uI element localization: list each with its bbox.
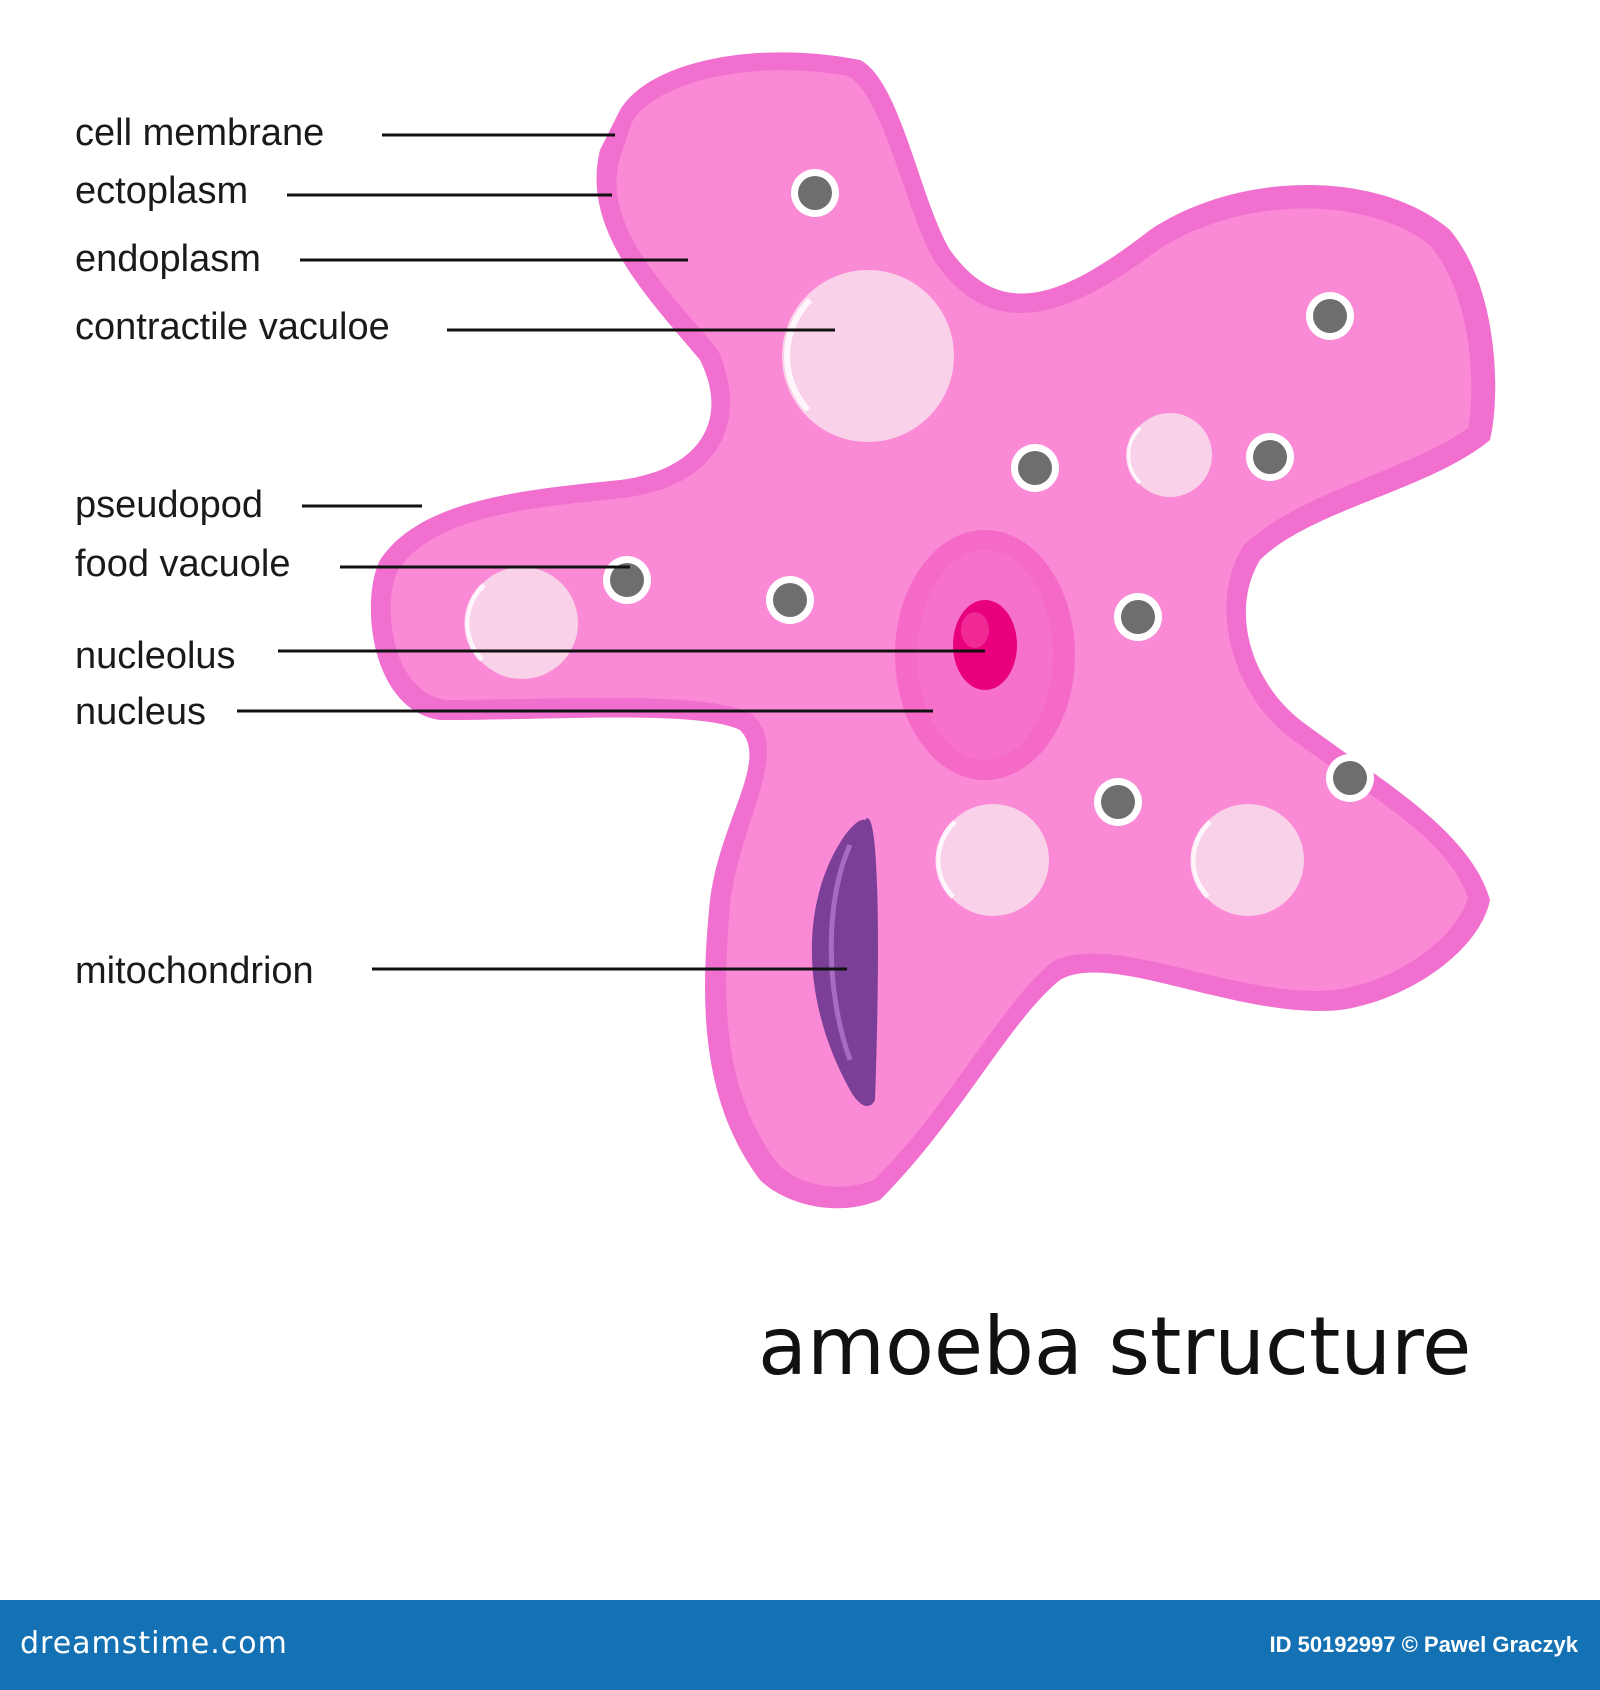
- nucleolus: [953, 600, 1017, 690]
- footer-credit: ID 50192997 © Pawel Graczyk: [1269, 1632, 1578, 1657]
- label-pseudopod: pseudopod: [75, 484, 263, 526]
- granule: [1094, 778, 1142, 826]
- granule: [1306, 292, 1354, 340]
- label-food-vacuole: food vacuole: [75, 543, 291, 585]
- label-ectoplasm: ectoplasm: [75, 170, 248, 212]
- granule: [1114, 593, 1162, 641]
- label-mitochondrion: mitochondrion: [75, 950, 314, 992]
- nucleolus-highlight: [961, 612, 989, 648]
- label-nucleus: nucleus: [75, 691, 206, 733]
- granule: [1326, 754, 1374, 802]
- label-nucleolus: nucleolus: [75, 635, 236, 677]
- label-contractile-vacuole: contractile vaculoe: [75, 306, 390, 348]
- diagram-title: amoeba structure: [758, 1300, 1472, 1393]
- food-vacuole: [937, 804, 1049, 916]
- granules: [603, 169, 1374, 826]
- label-endoplasm: endoplasm: [75, 238, 261, 280]
- amoeba-illustration: cell membrane ectoplasm endoplasm contra…: [75, 52, 1496, 1209]
- footer-brand[interactable]: dreamstime.com: [20, 1626, 288, 1661]
- food-vacuole: [1192, 804, 1304, 916]
- food-vacuole: [1128, 413, 1212, 497]
- footer-bar: dreamstime.com ID 50192997 © Pawel Gracz…: [0, 1600, 1600, 1690]
- label-cell-membrane: cell membrane: [75, 112, 324, 154]
- vacuole-highlight: [935, 820, 957, 899]
- granule: [603, 556, 651, 604]
- mitochondrion-highlight: [828, 843, 853, 1061]
- vacuole-highlight: [784, 297, 813, 413]
- granule: [1246, 433, 1294, 481]
- contractile-vacuole: [782, 270, 954, 442]
- granule: [791, 169, 839, 217]
- vacuole-highlight: [1190, 820, 1212, 899]
- vacuole-highlight: [1126, 426, 1142, 485]
- mitochondrion: [811, 818, 878, 1106]
- granule: [1011, 444, 1059, 492]
- granule: [766, 576, 814, 624]
